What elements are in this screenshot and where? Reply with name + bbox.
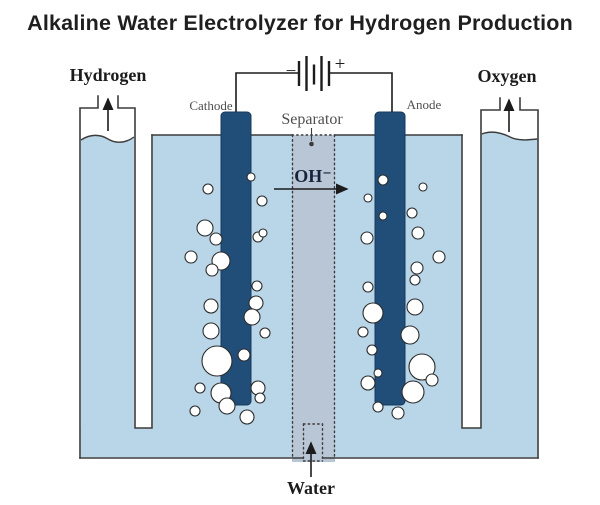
separator-label: Separator <box>281 111 343 128</box>
bubbles-left <box>184 172 271 425</box>
right-liquid-surface <box>481 131 538 141</box>
gas-bubble <box>372 401 384 413</box>
gas-bubble <box>418 182 428 192</box>
gas-bubble <box>362 281 374 293</box>
battery: − + <box>286 54 346 91</box>
cathode-label: Cathode <box>189 98 233 113</box>
gas-bubble <box>251 280 263 292</box>
gas-bubble <box>373 368 383 378</box>
hydroxide-ion-label: OH⁻ <box>294 166 332 186</box>
gas-bubble <box>243 308 261 326</box>
right-tube-liquid <box>481 132 538 457</box>
battery-plus-label: + <box>335 54 346 75</box>
gas-bubble <box>410 261 424 275</box>
gas-bubble <box>362 302 384 324</box>
gas-bubble <box>209 232 223 246</box>
circuit: − + <box>235 54 393 112</box>
oxygen-label: Oxygen <box>477 66 536 86</box>
gas-bubble <box>360 375 376 391</box>
gas-bubble <box>196 219 214 237</box>
water-inlet-notch <box>302 423 324 462</box>
gas-bubble <box>363 193 373 203</box>
gas-bubble <box>357 326 369 338</box>
gas-bubble <box>189 405 201 417</box>
gas-bubble <box>239 409 255 425</box>
gas-bubble <box>201 345 233 377</box>
gas-bubble <box>202 183 214 195</box>
gas-bubble <box>391 406 405 420</box>
gas-bubble <box>401 380 425 404</box>
gas-bubble <box>203 298 219 314</box>
anode-label: Anode <box>407 97 442 112</box>
gas-bubble <box>360 231 374 245</box>
gas-bubble <box>400 325 420 345</box>
gas-bubble <box>425 373 439 387</box>
gas-bubble <box>406 298 424 316</box>
gas-bubble <box>406 207 418 219</box>
page-title: Alkaline Water Electrolyzer for Hydrogen… <box>27 11 573 35</box>
water-label: Water <box>287 478 335 498</box>
gas-bubble <box>411 226 425 240</box>
gas-bubble <box>408 353 436 381</box>
gas-bubble <box>194 382 206 394</box>
gas-bubble <box>259 327 271 339</box>
wire-left <box>235 72 298 112</box>
gas-bubble <box>246 172 256 182</box>
separator-leader-dot <box>309 141 314 147</box>
right-tube-outline <box>461 97 539 459</box>
gas-bubble <box>378 211 388 221</box>
gas-bubble <box>409 274 421 286</box>
wire-right <box>330 72 393 112</box>
gas-bubble <box>248 295 264 311</box>
gas-bubble <box>256 195 268 207</box>
gas-bubble <box>254 392 266 404</box>
gas-bubble <box>237 348 251 362</box>
gas-bubble <box>202 322 220 340</box>
left-tube-liquid <box>81 135 134 458</box>
battery-minus-label: − <box>286 61 297 82</box>
gas-bubble <box>377 174 389 186</box>
bubbles-right <box>357 174 446 420</box>
gas-bubble <box>432 250 446 264</box>
hydrogen-label: Hydrogen <box>70 65 147 85</box>
gas-bubble <box>258 228 268 238</box>
left-liquid-surface <box>80 134 135 143</box>
left-tube-outline <box>79 95 153 459</box>
gas-bubble <box>218 397 236 415</box>
anode-electrode <box>374 111 406 406</box>
gas-bubble <box>205 263 219 277</box>
gas-bubble <box>366 344 378 356</box>
gas-bubble <box>184 250 198 264</box>
